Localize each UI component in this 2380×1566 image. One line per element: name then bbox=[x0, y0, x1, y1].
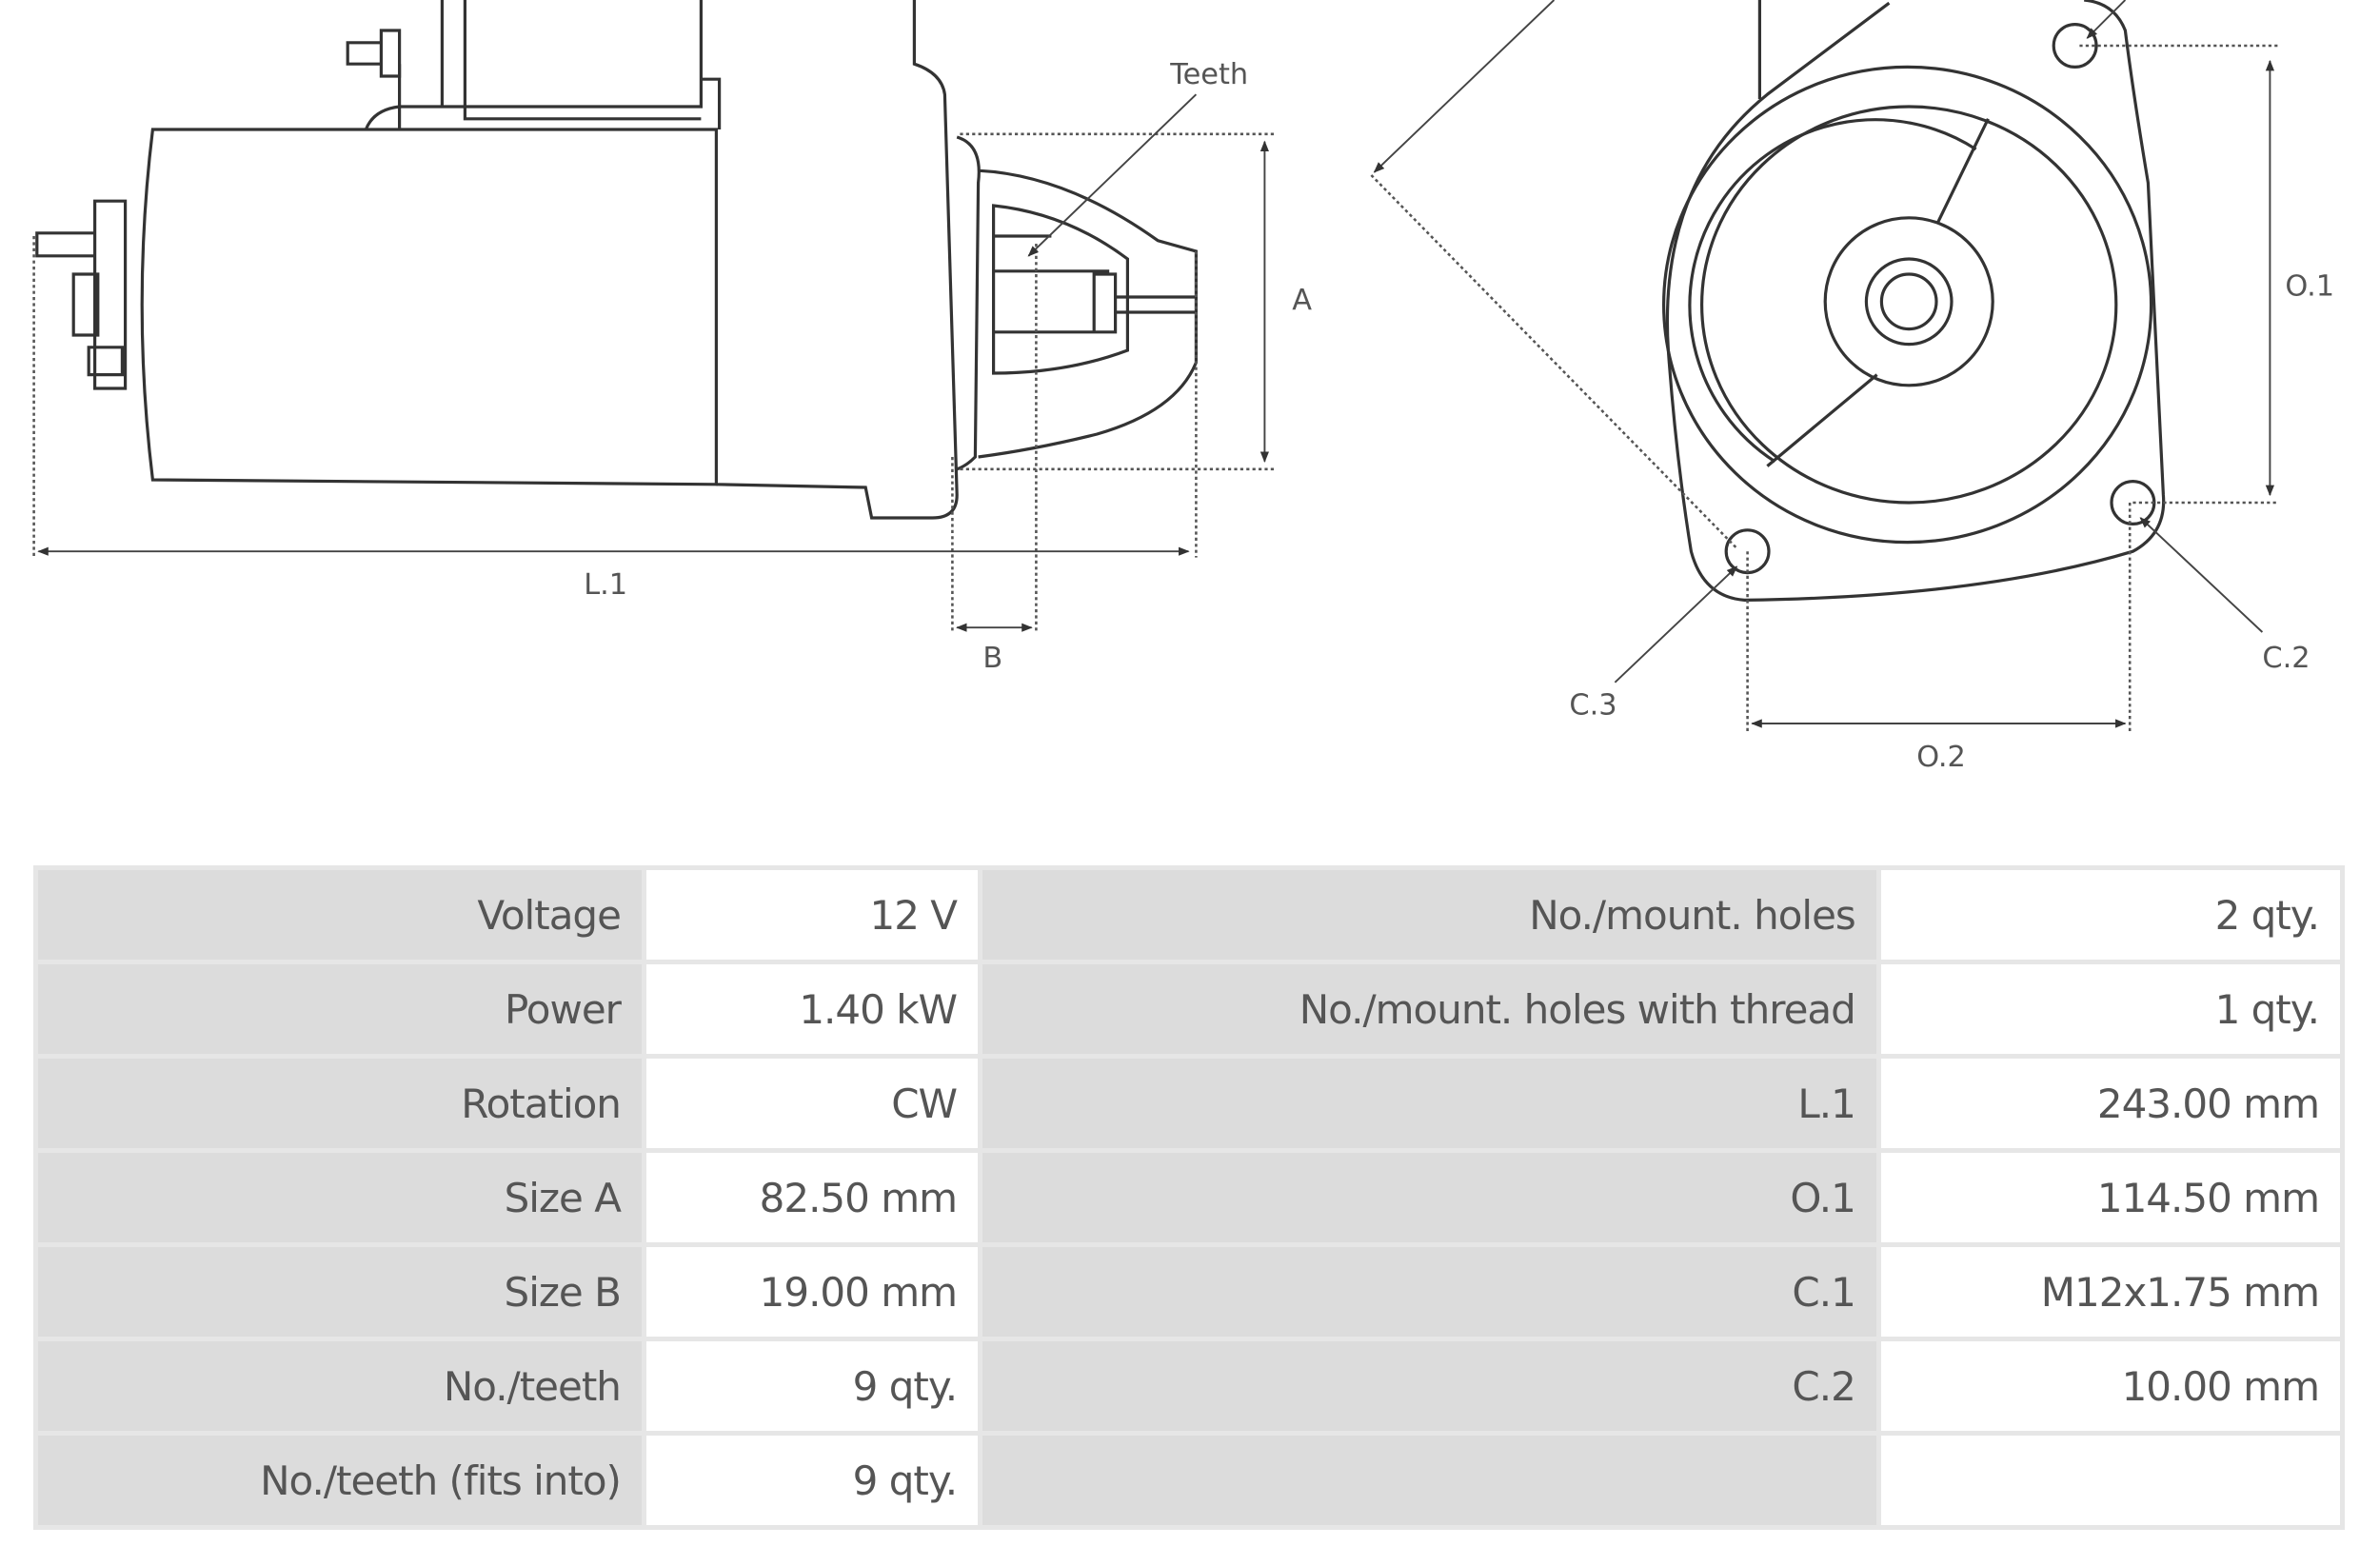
diagonal-leader bbox=[1373, 0, 1556, 173]
spec-label: Voltage bbox=[38, 870, 642, 960]
dimension-l1-label: L.1 bbox=[584, 568, 627, 602]
nose bbox=[956, 135, 1199, 471]
spec-value bbox=[1880, 1436, 2340, 1525]
teeth-leader bbox=[1027, 93, 1198, 257]
dimension-o2-label: O.2 bbox=[1916, 741, 1966, 774]
spec-label: Size A bbox=[38, 1153, 642, 1242]
spec-label: C.1 bbox=[982, 1247, 1876, 1337]
spec-value: 9 qty. bbox=[645, 1436, 979, 1525]
dimension-b-label: B bbox=[982, 642, 1002, 675]
spec-label: No./mount. holes bbox=[982, 870, 1876, 960]
flange-outline bbox=[1665, 0, 2166, 603]
middle-ring bbox=[1700, 105, 2118, 505]
dimension-o1-label: O.1 bbox=[2285, 269, 2334, 303]
spec-value: 1.40 kW bbox=[645, 964, 979, 1054]
spec-value: CW bbox=[645, 1059, 979, 1148]
drive-housing bbox=[716, 0, 959, 520]
spec-value: 10.00 mm bbox=[1880, 1341, 2340, 1431]
spec-label: No./teeth (fits into) bbox=[38, 1436, 642, 1525]
dimension-a-label: A bbox=[1292, 284, 1312, 317]
spec-label: C.2 bbox=[982, 1341, 1876, 1431]
outer-ring bbox=[1662, 65, 2153, 545]
solenoid bbox=[364, 0, 722, 130]
spec-label: Size B bbox=[38, 1247, 642, 1337]
spec-value: 114.50 mm bbox=[1880, 1153, 2340, 1242]
shaft-inner bbox=[1879, 272, 1938, 331]
spec-value: 2 qty. bbox=[1880, 870, 2340, 960]
spec-label: Rotation bbox=[38, 1059, 642, 1148]
side-view: Teeth A L.1 B bbox=[32, 0, 1312, 675]
front-view: O.1 O.2 C.2 C.3 bbox=[1370, 0, 2334, 774]
top-hole-leader bbox=[2086, 0, 2127, 39]
hub bbox=[1823, 216, 1994, 387]
shaft-outer bbox=[1864, 257, 1954, 347]
spec-label: L.1 bbox=[982, 1059, 1876, 1148]
spec-value: 1 qty. bbox=[1880, 964, 2340, 1054]
spec-row: No./teeth (fits into)9 qty. bbox=[38, 1436, 2340, 1525]
rear-terminals bbox=[35, 199, 128, 390]
slash-line bbox=[1766, 118, 1990, 467]
spec-value: 243.00 mm bbox=[1880, 1059, 2340, 1148]
inner-arc bbox=[1688, 118, 1977, 464]
spec-value: 9 qty. bbox=[645, 1341, 979, 1431]
spec-value: 82.50 mm bbox=[645, 1153, 979, 1242]
spec-label bbox=[982, 1436, 1876, 1525]
extension-lines bbox=[32, 132, 1275, 634]
solenoid-terminal-bolt bbox=[346, 29, 402, 78]
spec-value: M12x1.75 mm bbox=[1880, 1247, 2340, 1337]
motor-body bbox=[140, 128, 718, 486]
teeth-label: Teeth bbox=[1169, 58, 1248, 91]
spec-value: 19.00 mm bbox=[645, 1247, 979, 1337]
c3-leader bbox=[1614, 565, 1738, 684]
dimension-c3-label: C.3 bbox=[1569, 688, 1616, 722]
dimension-c2-label: C.2 bbox=[2262, 642, 2310, 675]
spec-value: 12 V bbox=[645, 870, 979, 960]
spec-label: No./mount. holes with thread bbox=[982, 964, 1876, 1054]
c2-leader bbox=[2139, 517, 2264, 633]
spec-label: No./teeth bbox=[38, 1341, 642, 1431]
spec-label: O.1 bbox=[982, 1153, 1876, 1242]
spec-label: Power bbox=[38, 964, 642, 1054]
starter-motor-technical-drawing: Teeth A L.1 B O.1 O.2 C.2 C.3 bbox=[32, 0, 2334, 774]
mount-hole-top bbox=[2052, 22, 2098, 69]
extension-lines bbox=[1370, 44, 2278, 735]
